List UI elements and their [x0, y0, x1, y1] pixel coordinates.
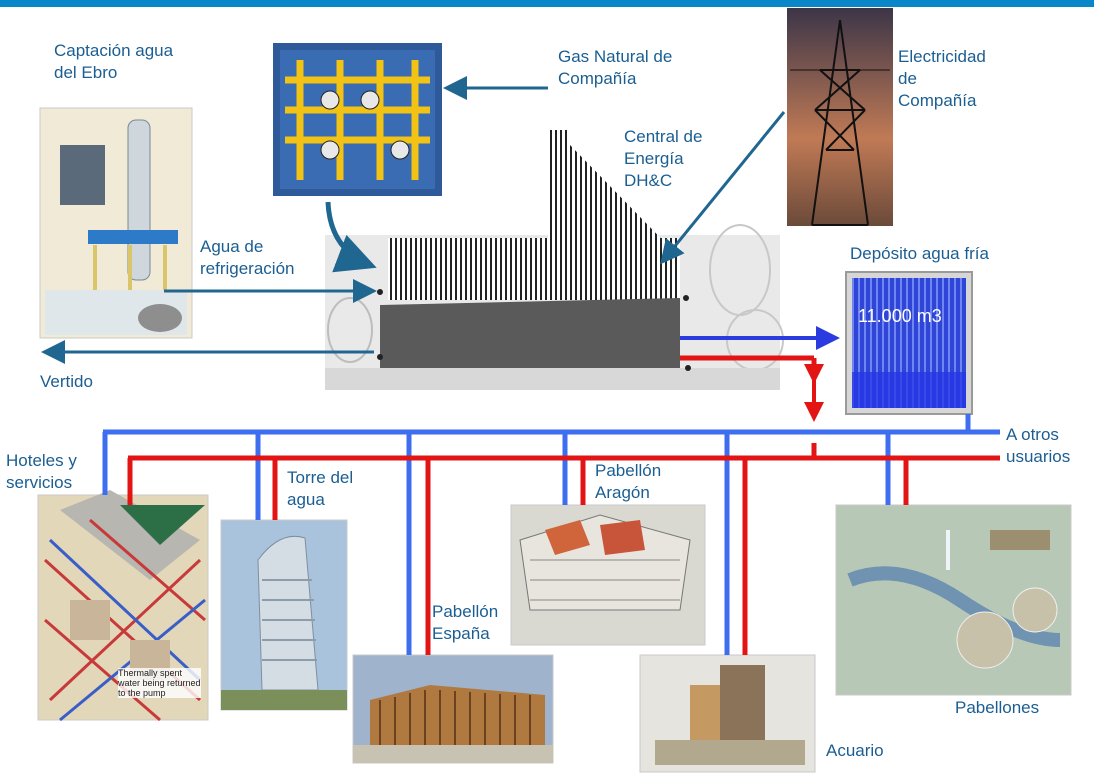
cold-water-tank [845, 271, 973, 415]
aquarium-photo [639, 654, 816, 773]
label-otros-usuarios: A otros usuarios [1006, 425, 1071, 466]
water-intake-photo [39, 107, 193, 339]
label-pabellon-aragon: Pabellón Aragón [595, 461, 662, 502]
label-gas: Gas Natural de Compañía [558, 47, 673, 88]
plant-upper-facade [388, 238, 680, 300]
hot-water-network [127, 355, 1000, 655]
aragon-pavilion-photo [510, 504, 706, 646]
label-pabellones: Pabellones [955, 698, 1040, 717]
water-tower-photo [220, 519, 348, 711]
label-acuario: Acuario [826, 741, 884, 760]
label-central: Central de Energía DH&C [624, 127, 703, 190]
label-deposito-volumen: 11.000 m3 [858, 306, 942, 326]
pavilions-photo [835, 504, 1072, 696]
label-agua-refrigeracion: Agua de refrigeración [200, 237, 295, 278]
label-pabellon-espana: Pabellón España [432, 602, 499, 643]
energy-plant-drawing [325, 130, 784, 390]
top-accent-bar [0, 0, 1094, 7]
gas-to-plant-arrow [325, 201, 377, 273]
label-captacion: Captación agua del Ebro [54, 41, 174, 82]
hotel-image-caption: Thermally spent water being returned to … [118, 668, 201, 698]
cold-water-network [102, 414, 1000, 655]
label-torre: Torre del agua [287, 468, 354, 509]
electricity-arrow [660, 111, 786, 265]
label-electricidad: Electricidad de Compañía [898, 47, 986, 110]
spain-pavilion-photo [352, 654, 554, 764]
power-tower-photo [787, 8, 893, 226]
label-deposito: Depósito agua fría [850, 244, 989, 263]
label-hoteles: Hoteles y servicios [6, 451, 77, 492]
plant-base [380, 298, 680, 385]
label-vertido: Vertido [40, 372, 93, 391]
gas-station-photo [273, 43, 442, 196]
